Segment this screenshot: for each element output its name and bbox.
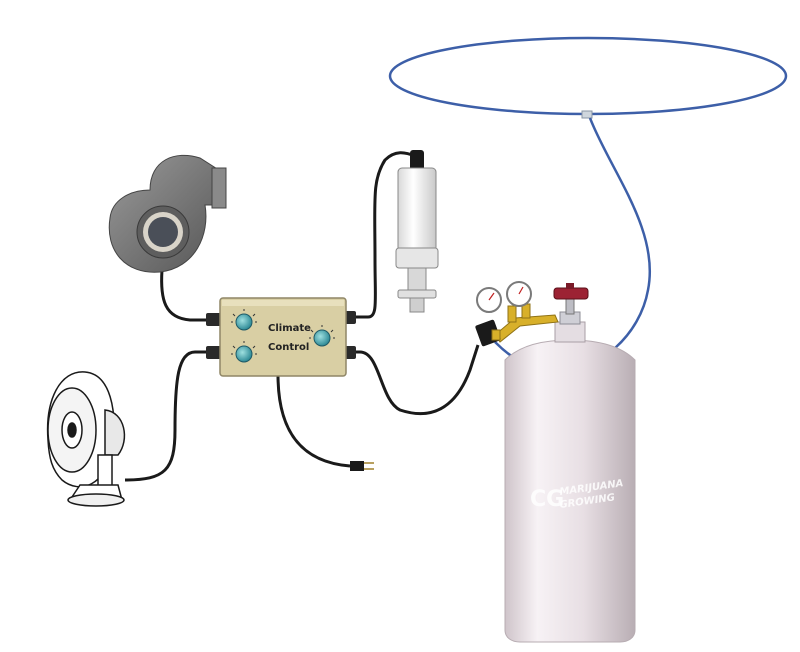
pressure-gauge-icon	[476, 287, 502, 313]
blower-fan-icon	[108, 154, 227, 273]
regulator-cable	[348, 344, 480, 416]
tank-logo-mark: CG	[530, 487, 564, 512]
controller-label-line2: Control	[268, 342, 309, 353]
climate-controller: Climate Control	[219, 297, 347, 377]
blower-cable	[160, 269, 212, 322]
power-plug-icon	[350, 461, 374, 471]
co2-tank-icon	[504, 311, 636, 643]
co2-regulator-icon	[475, 281, 559, 347]
power-cord	[276, 374, 351, 468]
carbon-filter-icon	[395, 150, 439, 313]
solenoid-valve-icon	[475, 319, 501, 347]
pressure-gauge-icon	[506, 281, 532, 307]
ring-tee-connector	[581, 110, 593, 119]
co2-distribution-ring	[388, 36, 788, 116]
oscillating-fan-icon	[46, 371, 126, 507]
dial-knob-icon	[231, 341, 257, 363]
tank-valve-handle-icon	[553, 283, 589, 315]
filter-cable	[348, 151, 416, 319]
dial-knob-icon	[231, 309, 257, 331]
fan-cable	[124, 350, 212, 482]
controller-label-line1: Climate	[268, 323, 311, 334]
cables	[124, 151, 480, 482]
dial-knob-icon	[309, 325, 335, 347]
